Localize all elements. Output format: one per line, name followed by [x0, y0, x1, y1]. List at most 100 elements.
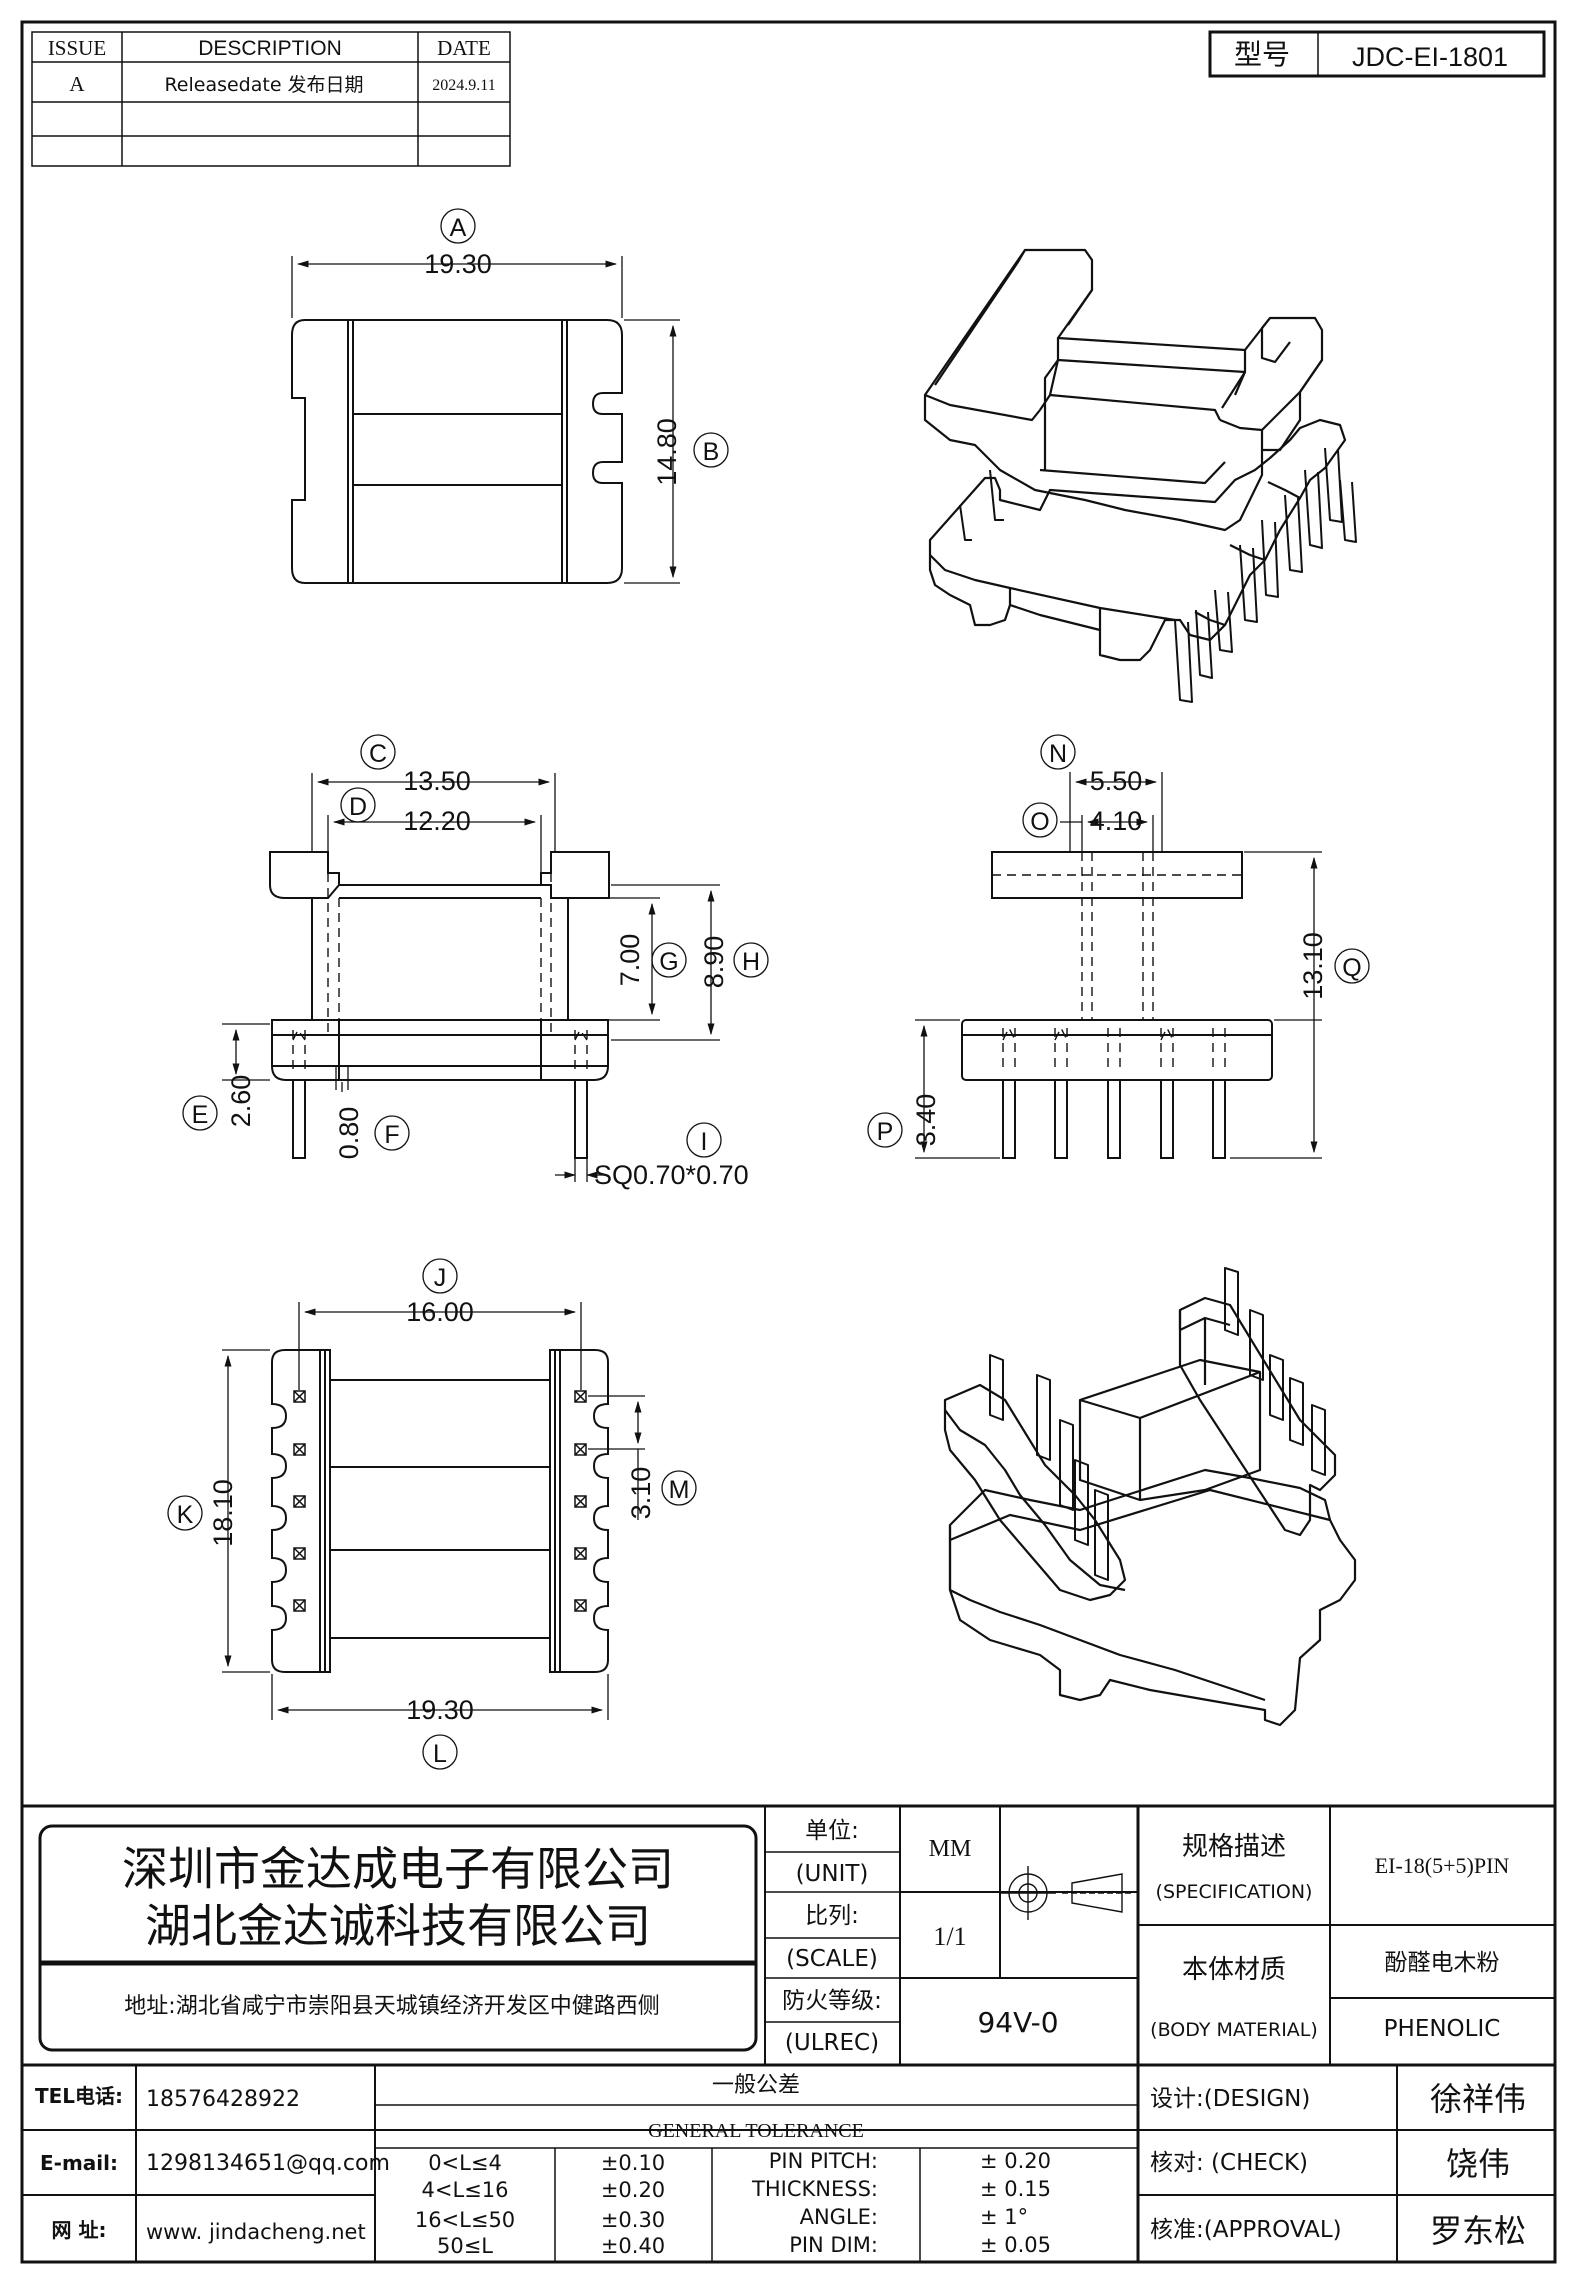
material-label: 本体材质	[1182, 1955, 1286, 1985]
dim-value-b: 14.80	[652, 418, 682, 486]
tolerance-title-en: GENERAL TOLERANCE	[648, 2120, 864, 2142]
spec-tol-name-1: PIN PITCH:	[769, 2149, 878, 2173]
tel-label: TEL电话:	[35, 2084, 123, 2108]
email-label: E-mail:	[40, 2151, 118, 2175]
rev-row1-description: Releasedate 发布日期	[164, 74, 363, 96]
dim-label-i: I	[701, 1128, 708, 1156]
projection-symbol-icon	[1000, 1866, 1132, 1920]
dim-label-m: M	[669, 1476, 690, 1504]
check-name: 饶伟	[1446, 2145, 1510, 2183]
dim-value-n: 5.50	[1090, 766, 1143, 796]
bottom-view-pins	[293, 1390, 587, 1612]
dim-label-c: C	[369, 740, 387, 768]
dim-label-f: F	[384, 1121, 399, 1149]
top-view-dims	[291, 208, 729, 584]
dim-value-m: 3.10	[626, 1467, 656, 1520]
spec-tol-name-2: THICKNESS:	[751, 2177, 878, 2201]
dim-value-j: 16.00	[406, 1297, 474, 1327]
unit-value: MM	[929, 1836, 972, 1862]
dim-value-i: SQ0.70*0.70	[594, 1160, 749, 1190]
tel-value: 18576428922	[146, 2087, 300, 2112]
unit-label: 单位:	[805, 1818, 859, 1844]
dim-label-k: K	[177, 1501, 194, 1529]
tol-range-2: 4<L≤16	[422, 2178, 509, 2202]
front-view-hidden	[292, 873, 588, 1070]
dim-value-o: 4.10	[1090, 806, 1143, 836]
side-view	[961, 851, 1273, 1159]
material-label-en: (BODY MATERIAL)	[1150, 2019, 1318, 2041]
spec-tol-name-3: ANGLE:	[800, 2205, 878, 2229]
approval-name: 罗东松	[1430, 2212, 1526, 2250]
design-name: 徐祥伟	[1430, 2080, 1526, 2118]
spec-tol-value-2: ± 0.15	[980, 2177, 1051, 2201]
part-number-box	[1208, 30, 1546, 78]
dim-value-h: 8.90	[699, 936, 729, 989]
spec-tol-name-4: PIN DIM:	[789, 2233, 878, 2257]
dim-label-g: G	[659, 948, 678, 976]
iso-view-bottom	[943, 1267, 1357, 1727]
top-view	[291, 319, 623, 584]
dim-value-a: 19.30	[424, 249, 492, 279]
dim-label-j: J	[434, 1264, 447, 1292]
spec-tol-value-1: ± 0.20	[980, 2149, 1051, 2173]
dim-label-n: N	[1049, 740, 1067, 768]
dim-value-d: 12.20	[403, 806, 471, 836]
dim-label-p: P	[877, 1118, 894, 1146]
dim-value-g: 7.00	[615, 934, 645, 987]
web-value: www. jindacheng.net	[146, 2220, 366, 2244]
dim-label-d: D	[349, 793, 367, 821]
scale-value: 1/1	[933, 1922, 966, 1951]
tol-range-1: 0<L≤4	[428, 2151, 502, 2175]
dim-value-p: 3.40	[911, 1094, 941, 1147]
company-name-2: 湖北金达诚科技有限公司	[145, 1899, 651, 1953]
spec-value: EI-18(5+5)PIN	[1375, 1853, 1510, 1878]
sheet-border	[20, 20, 1557, 2264]
dim-label-b: B	[703, 438, 720, 466]
spec-tol-value-3: ± 1°	[980, 2205, 1028, 2229]
tol-value-3: ±0.30	[601, 2208, 665, 2232]
rev-header-issue: ISSUE	[48, 36, 106, 60]
dim-value-l: 19.30	[406, 1695, 474, 1725]
spec-label-en: (SPECIFICATION)	[1156, 1881, 1313, 1903]
dim-label-a: A	[450, 214, 467, 242]
part-number-label: 型号	[1234, 38, 1290, 71]
material-value-cn: 酚醛电木粉	[1385, 1950, 1500, 1976]
rev-row1-issue: A	[69, 72, 85, 96]
material-value-en: PHENOLIC	[1384, 2016, 1501, 2042]
company-name-1: 深圳市金达成电子有限公司	[122, 1842, 674, 1896]
email-value: 1298134651@qq.com	[146, 2151, 390, 2176]
tol-value-2: ±0.20	[601, 2178, 665, 2202]
spec-tol-value-4: ± 0.05	[980, 2233, 1051, 2257]
bottom-view	[271, 1349, 609, 1673]
side-view-hidden	[992, 852, 1242, 1070]
dim-value-k: 18.10	[208, 1479, 238, 1547]
dim-value-f: 0.80	[334, 1107, 364, 1160]
tol-value-1: ±0.10	[601, 2151, 665, 2175]
dim-label-q: Q	[1342, 954, 1361, 982]
tol-value-4: ±0.40	[601, 2234, 665, 2258]
scale-label-en: (SCALE)	[786, 1946, 878, 1972]
rev-row1-date: 2024.9.11	[432, 77, 495, 94]
web-label: 网 址:	[52, 2218, 107, 2242]
front-view	[269, 851, 610, 1159]
dim-label-h: H	[742, 948, 760, 976]
spec-label: 规格描述	[1182, 1832, 1286, 1862]
dim-label-o: O	[1030, 808, 1049, 836]
dim-label-l: L	[433, 1740, 447, 1768]
company-address: 地址:湖北省咸宁市崇阳县天城镇经济开发区中健路西侧	[124, 1994, 659, 2019]
part-number-value: JDC-EI-1801	[1352, 42, 1508, 72]
flame-label-en: (ULREC)	[785, 2030, 879, 2056]
title-block-grid	[22, 1804, 1555, 2262]
check-role: 核对: (CHECK)	[1150, 2150, 1308, 2176]
dim-value-c: 13.50	[403, 766, 471, 796]
iso-view-top	[923, 248, 1357, 703]
scale-label: 比列:	[805, 1903, 859, 1929]
dim-value-q: 13.10	[1298, 932, 1328, 1000]
dim-value-e: 2.60	[226, 1075, 256, 1128]
tol-range-3: 16<L≤50	[415, 2208, 515, 2232]
rev-header-date: DATE	[437, 36, 491, 60]
tol-range-4: 50≤L	[437, 2234, 493, 2258]
rev-header-description: DESCRIPTION	[198, 37, 342, 60]
flame-label: 防火等级:	[782, 1988, 882, 2014]
